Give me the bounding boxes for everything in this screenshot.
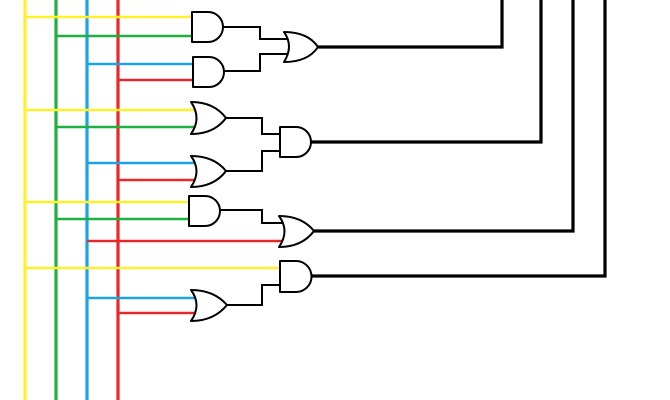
- output-wires: [311, 0, 607, 278]
- connecting-wire: [226, 117, 282, 135]
- and-gate: [192, 56, 225, 88]
- connecting-wire: [227, 284, 281, 306]
- or-gate: [190, 101, 227, 135]
- gates: [188, 11, 319, 322]
- input-taps: [25, 15, 282, 315]
- or-gate: [190, 289, 228, 322]
- or-gate: [283, 31, 319, 63]
- or-gate: [278, 215, 315, 248]
- and-gate: [279, 126, 312, 158]
- output-wire: [311, 0, 607, 278]
- and-gate: [279, 260, 313, 293]
- connecting-wire: [224, 53, 287, 72]
- connecting-wire: [220, 209, 282, 224]
- and-gate: [191, 11, 224, 43]
- input-buses: [23, 0, 120, 400]
- output-wire: [311, 0, 543, 144]
- internal-wires: [220, 26, 287, 306]
- output-wire: [314, 0, 575, 233]
- output-wire: [318, 0, 504, 49]
- connecting-wire: [222, 26, 287, 40]
- and-gate: [188, 195, 221, 227]
- connecting-wire: [226, 150, 282, 172]
- or-gate: [190, 155, 227, 188]
